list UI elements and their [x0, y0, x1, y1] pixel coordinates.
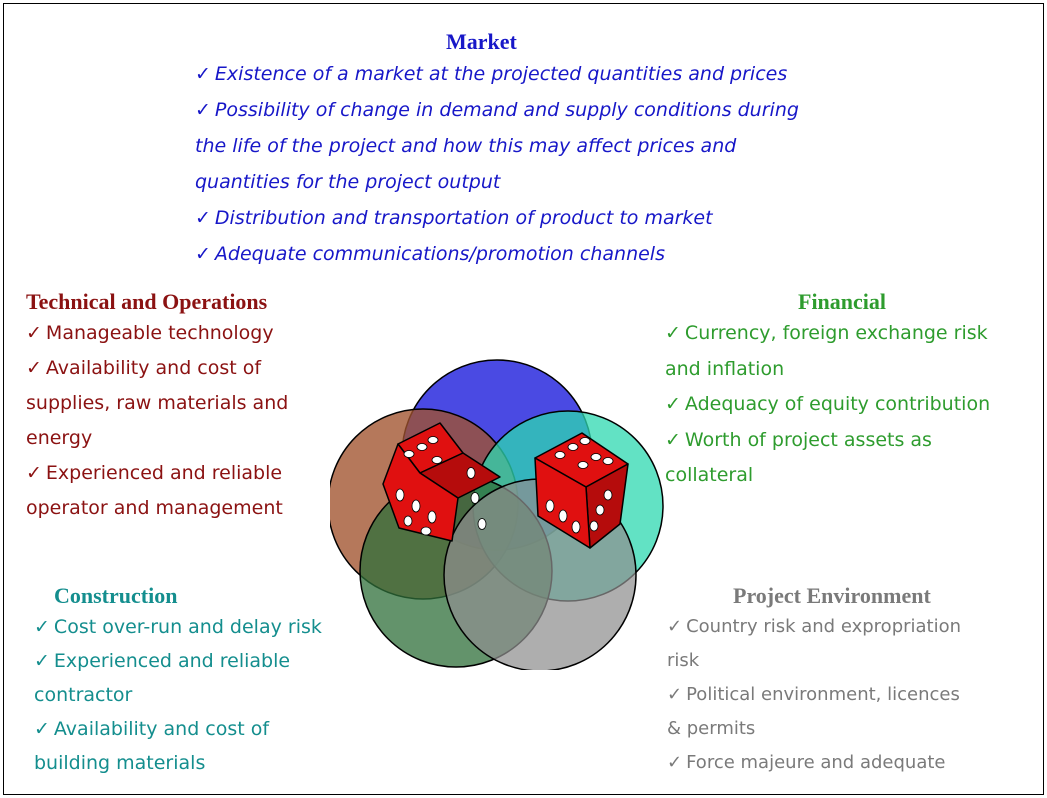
environment-item: ✓Force majeure and adequate: [667, 746, 1037, 780]
technical-item-text: Experienced and reliable: [45, 462, 283, 484]
check-icon: ✓: [667, 616, 683, 637]
construction-item: ✓Experienced and reliable: [34, 644, 374, 678]
check-icon: ✓: [665, 428, 681, 451]
market-item-continuation: quantities for the project output: [195, 171, 501, 193]
construction-item: ✓Availability and cost of: [34, 712, 374, 746]
financial-item: ✓Currency, foreign exchange risk: [665, 316, 1045, 352]
construction-item-text: Cost over-run and delay risk: [53, 616, 322, 638]
check-icon: ✓: [26, 322, 42, 344]
construction-section: Construction ✓Cost over-run and delay ri…: [34, 582, 374, 780]
construction-item-continuation: building materials: [34, 752, 206, 774]
construction-heading: Construction: [54, 583, 178, 608]
environment-item: ✓Political environment, licences: [667, 678, 1037, 712]
financial-item-text: Currency, foreign exchange risk: [684, 322, 988, 344]
financial-item-text: Adequacy of equity contribution: [684, 393, 991, 415]
market-section: Market ✓Existence of a market at the pro…: [195, 28, 895, 272]
technical-item-continuation: supplies, raw materials and: [26, 392, 289, 414]
technical-heading: Technical and Operations: [26, 289, 268, 314]
environment-section: Project Environment ✓Country risk and ex…: [667, 582, 1037, 780]
technical-item: ✓Manageable technology: [26, 316, 356, 351]
financial-item-continuation: collateral: [665, 464, 754, 486]
financial-section: Financial ✓Currency, foreign exchange ri…: [665, 288, 1045, 494]
market-item-text: Adequate communications/promotion channe…: [214, 243, 665, 265]
construction-item-text: Availability and cost of: [53, 718, 270, 740]
technical-item-text: Manageable technology: [45, 322, 274, 344]
check-icon: ✓: [26, 462, 42, 484]
market-item: ✓Adequate communications/promotion chann…: [195, 236, 895, 272]
check-icon: ✓: [665, 322, 681, 344]
market-item-continuation: the life of the project and how this may…: [195, 135, 737, 157]
die-right-icon: [534, 432, 629, 549]
technical-item: ✓Availability and cost of: [26, 351, 356, 386]
die-left-icon: [382, 422, 501, 542]
environment-item-text: Country risk and expropriation: [686, 616, 962, 637]
market-item-text: Possibility of change in demand and supp…: [214, 99, 799, 121]
financial-item: ✓Adequacy of equity contribution: [665, 387, 1045, 423]
environment-item-text: Political environment, licences: [686, 684, 960, 705]
environment-item-continuation: risk: [667, 650, 700, 671]
technical-section: Technical and Operations ✓Manageable tec…: [26, 288, 356, 526]
construction-item-text: Experienced and reliable: [53, 650, 291, 672]
market-item: ✓Possibility of change in demand and sup…: [195, 92, 895, 128]
check-icon: ✓: [195, 243, 211, 265]
check-icon: ✓: [26, 357, 42, 379]
check-icon: ✓: [665, 393, 681, 415]
market-heading: Market: [446, 29, 517, 54]
financial-heading: Financial: [798, 289, 887, 314]
market-item: ✓Existence of a market at the projected …: [195, 56, 895, 92]
technical-item-continuation: operator and management: [26, 497, 283, 519]
technical-item-text: Availability and cost of: [45, 357, 262, 379]
technical-item: ✓Experienced and reliable: [26, 456, 356, 491]
check-icon: ✓: [195, 207, 211, 229]
check-icon: ✓: [195, 99, 211, 121]
venn-diagram: [330, 359, 664, 670]
check-icon: ✓: [34, 718, 50, 740]
environment-item: ✓Country risk and expropriation: [667, 610, 1037, 644]
environment-item-text: Force majeure and adequate: [686, 752, 946, 773]
check-icon: ✓: [667, 684, 683, 705]
check-icon: ✓: [195, 63, 211, 85]
check-icon: ✓: [34, 650, 50, 672]
check-icon: ✓: [667, 752, 683, 773]
financial-item-text: Worth of project assets as: [684, 428, 932, 451]
check-icon: ✓: [34, 616, 50, 638]
construction-item-continuation: contractor: [34, 684, 133, 706]
market-item-text: Existence of a market at the projected q…: [214, 63, 788, 85]
market-item: ✓Distribution and transportation of prod…: [195, 200, 895, 236]
construction-item: ✓Cost over-run and delay risk: [34, 610, 374, 644]
financial-item-continuation: and inflation: [665, 357, 785, 380]
financial-item: ✓Worth of project assets as: [665, 423, 1045, 459]
market-item-text: Distribution and transportation of produ…: [214, 207, 713, 229]
environment-item-continuation: & permits: [667, 718, 756, 739]
environment-heading: Project Environment: [733, 583, 931, 608]
technical-item-continuation: energy: [26, 427, 93, 449]
